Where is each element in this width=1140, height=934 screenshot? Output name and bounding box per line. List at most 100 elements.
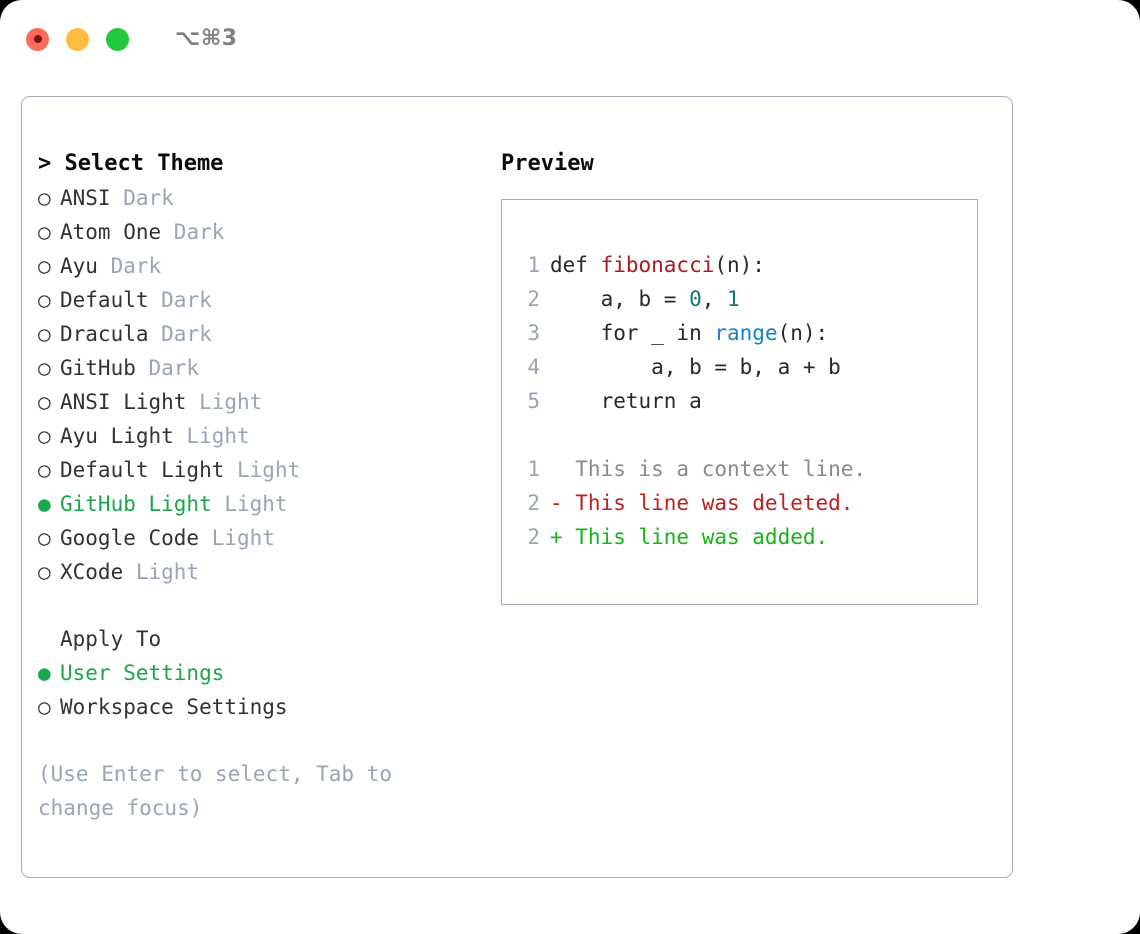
theme-option-variant: Light bbox=[173, 424, 250, 448]
line-number: 2 bbox=[527, 525, 540, 549]
theme-option-variant: Dark bbox=[148, 288, 212, 312]
code-line-text: return a bbox=[540, 384, 702, 418]
theme-option-dracula[interactable]: ○Dracula Dark bbox=[38, 317, 488, 351]
diff-line-text: This is a context line. bbox=[550, 457, 867, 481]
titlebar: ⌥⌘3 bbox=[0, 0, 1140, 78]
keyboard-hint-text: (Use Enter to select, Tab to change focu… bbox=[38, 762, 393, 820]
radio-unselected-icon: ○ bbox=[38, 288, 51, 312]
theme-option-default[interactable]: ○Default Dark bbox=[38, 283, 488, 317]
code-line-text: a, b = 0, 1 bbox=[540, 282, 740, 316]
code-token-plain: (n): bbox=[714, 253, 765, 277]
apply-option-workspace-settings[interactable]: ○Workspace Settings bbox=[38, 690, 488, 724]
theme-option-default-light[interactable]: ○Default Light Light bbox=[38, 453, 488, 487]
code-token-fn: fibonacci bbox=[600, 253, 715, 277]
apply-option-label: User Settings bbox=[60, 661, 225, 685]
theme-option-label: Atom One bbox=[60, 220, 162, 244]
theme-option-variant: Light bbox=[123, 560, 200, 584]
preview-header: Preview bbox=[501, 151, 594, 176]
apply-to-option-list: ● User Settings ○Workspace Settings bbox=[38, 656, 488, 724]
line-number: 1 bbox=[527, 457, 540, 481]
line-number: 2 bbox=[527, 287, 540, 311]
theme-option-variant: Dark bbox=[161, 220, 225, 244]
radio-unselected-icon: ○ bbox=[38, 526, 51, 550]
code-token-plain: return a bbox=[550, 389, 702, 413]
code-token-plain: (n): bbox=[777, 321, 829, 345]
diff-line-text: + This line was added. bbox=[550, 525, 829, 549]
theme-option-label: GitHub Light bbox=[60, 492, 212, 516]
diff-line-add: 2 + This line was added. bbox=[510, 520, 971, 554]
keyboard-shortcut-label: ⌥⌘3 bbox=[175, 25, 238, 51]
theme-option-xcode[interactable]: ○ XCode Light bbox=[38, 555, 488, 589]
code-token-plain: a, b = bbox=[550, 287, 690, 311]
radio-selected-icon: ● bbox=[38, 492, 51, 516]
radio-unselected-icon: ○ bbox=[38, 356, 51, 380]
code-line: 5 return a bbox=[510, 384, 971, 418]
code-token-plain: for _ in bbox=[550, 321, 715, 345]
radio-selected-icon: ● bbox=[38, 661, 51, 685]
theme-option-label: ANSI Light bbox=[60, 390, 187, 414]
theme-option-google-code[interactable]: ○Google Code Light bbox=[38, 521, 488, 555]
code-line: 2 a, b = 0, 1 bbox=[510, 282, 971, 316]
diff-line-del: 2 - This line was deleted. bbox=[510, 486, 971, 520]
radio-unselected-icon: ○ bbox=[38, 186, 51, 210]
theme-option-variant: Light bbox=[186, 390, 263, 414]
theme-option-variant: Dark bbox=[110, 186, 174, 210]
select-theme-header: > Select Theme bbox=[38, 151, 224, 176]
line-number: 4 bbox=[527, 355, 540, 379]
maximize-button[interactable] bbox=[106, 27, 129, 51]
theme-option-ansi-light[interactable]: ○ ANSI Light Light bbox=[38, 385, 488, 419]
diff-line-text: - This line was deleted. bbox=[550, 491, 854, 515]
code-line-text: for _ in range(n): bbox=[540, 316, 829, 350]
theme-option-label: ANSI bbox=[60, 186, 111, 210]
radio-unselected-icon: ○ bbox=[38, 424, 51, 448]
radio-unselected-icon: ○ bbox=[38, 390, 51, 414]
radio-unselected-icon: ○ bbox=[38, 322, 51, 346]
code-token-plain: , bbox=[701, 287, 728, 311]
theme-option-variant: Light bbox=[211, 492, 288, 516]
code-token-plain: a, b = b, a + b bbox=[550, 355, 841, 379]
radio-unselected-icon: ○ bbox=[38, 220, 51, 244]
code-diff-separator bbox=[510, 418, 971, 452]
theme-option-variant: Dark bbox=[97, 254, 162, 278]
code-line-text: a, b = b, a + b bbox=[540, 350, 841, 384]
theme-option-variant: Dark bbox=[135, 356, 200, 380]
line-number: 3 bbox=[527, 321, 540, 345]
theme-selector-column: > Select Theme ○ANSI Dark○Atom One Dark○… bbox=[38, 147, 488, 825]
theme-option-list: ○ANSI Dark○Atom One Dark○Ayu Dark○Defaul… bbox=[38, 181, 488, 589]
minimize-button[interactable] bbox=[66, 27, 89, 51]
close-icon bbox=[33, 35, 42, 43]
line-number: 1 bbox=[527, 253, 540, 277]
theme-option-github[interactable]: ○GitHub Dark bbox=[38, 351, 488, 385]
main-panel: > Select Theme ○ANSI Dark○Atom One Dark○… bbox=[21, 96, 1013, 878]
line-number: 2 bbox=[527, 491, 540, 515]
theme-option-variant: Dark bbox=[148, 322, 212, 346]
theme-option-label: Ayu bbox=[60, 254, 98, 278]
theme-option-ansi[interactable]: ○ ANSI Dark bbox=[38, 181, 488, 215]
theme-option-label: XCode bbox=[60, 560, 124, 584]
theme-option-variant: Light bbox=[199, 526, 275, 550]
radio-unselected-icon: ○ bbox=[38, 560, 51, 584]
theme-option-ayu-light[interactable]: ○ Ayu Light Light bbox=[38, 419, 488, 453]
theme-option-github-light[interactable]: ● GitHub Light Light bbox=[38, 487, 488, 521]
diff-block: 1 This is a context line. 2 - This line wa… bbox=[510, 452, 971, 554]
theme-option-atom-one[interactable]: ○ Atom One Dark bbox=[38, 215, 488, 249]
code-line: 3 for _ in range(n): bbox=[510, 316, 971, 350]
line-number: 5 bbox=[527, 389, 540, 413]
diff-line-ctx: 1 This is a context line. bbox=[510, 452, 971, 486]
theme-option-variant: Light bbox=[224, 458, 301, 482]
code-token-num: 0 bbox=[689, 287, 702, 311]
apply-to-header: Apply To bbox=[60, 627, 162, 651]
code-token-kw: def bbox=[550, 253, 601, 277]
theme-option-label: Ayu Light bbox=[60, 424, 174, 448]
theme-option-ayu[interactable]: ○ Ayu Dark bbox=[38, 249, 488, 283]
apply-option-user-settings[interactable]: ● User Settings bbox=[38, 656, 488, 690]
close-button[interactable] bbox=[26, 27, 49, 51]
code-line: 4 a, b = b, a + b bbox=[510, 350, 971, 384]
radio-unselected-icon: ○ bbox=[38, 458, 51, 482]
radio-unselected-icon: ○ bbox=[38, 254, 51, 278]
